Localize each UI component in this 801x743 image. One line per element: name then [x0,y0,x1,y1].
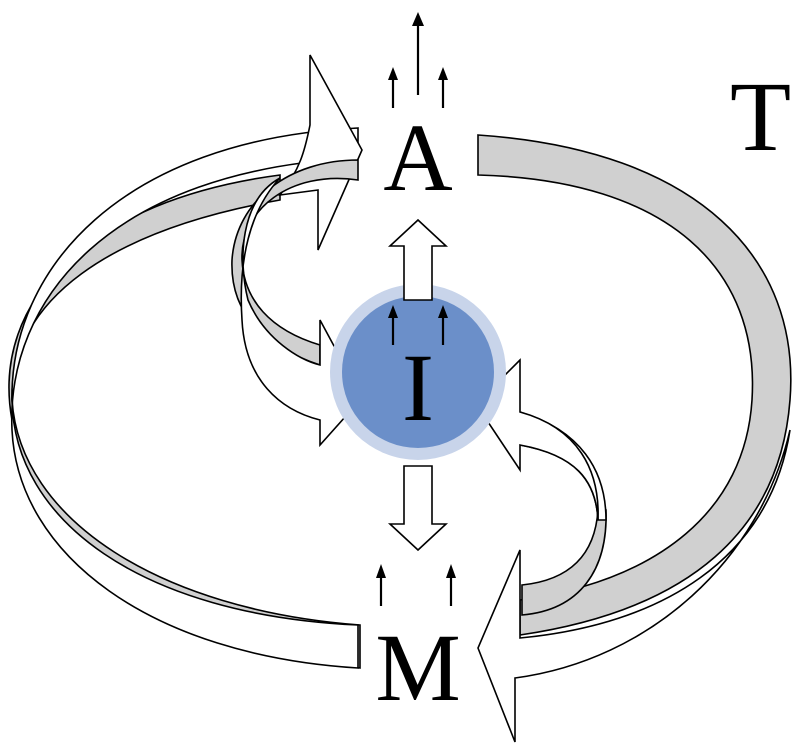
arrow-up-icon [388,305,398,345]
outer-arrow-into-m [477,429,791,743]
hollow-arrow-i-to-a [387,218,449,301]
arrow-up-icon [412,12,424,95]
node-label-center: I [402,334,434,441]
outer-band-right [477,134,792,636]
node-label-corner: T [730,61,791,172]
arrow-up-icon [438,67,448,108]
arrow-up-icon [438,305,448,345]
arrow-up-icon [388,67,398,108]
arrow-up-icon [376,564,386,606]
curve-m-to-i-head [474,358,599,521]
hollow-arrow-i-to-m [387,465,449,552]
curve-i-to-m-gray [521,509,607,616]
outer-band-left-white [11,127,359,669]
center-node-core [342,296,494,448]
node-label-top: A [383,104,452,211]
arrow-up-icon [446,564,456,606]
node-label-bottom: M [375,614,460,721]
